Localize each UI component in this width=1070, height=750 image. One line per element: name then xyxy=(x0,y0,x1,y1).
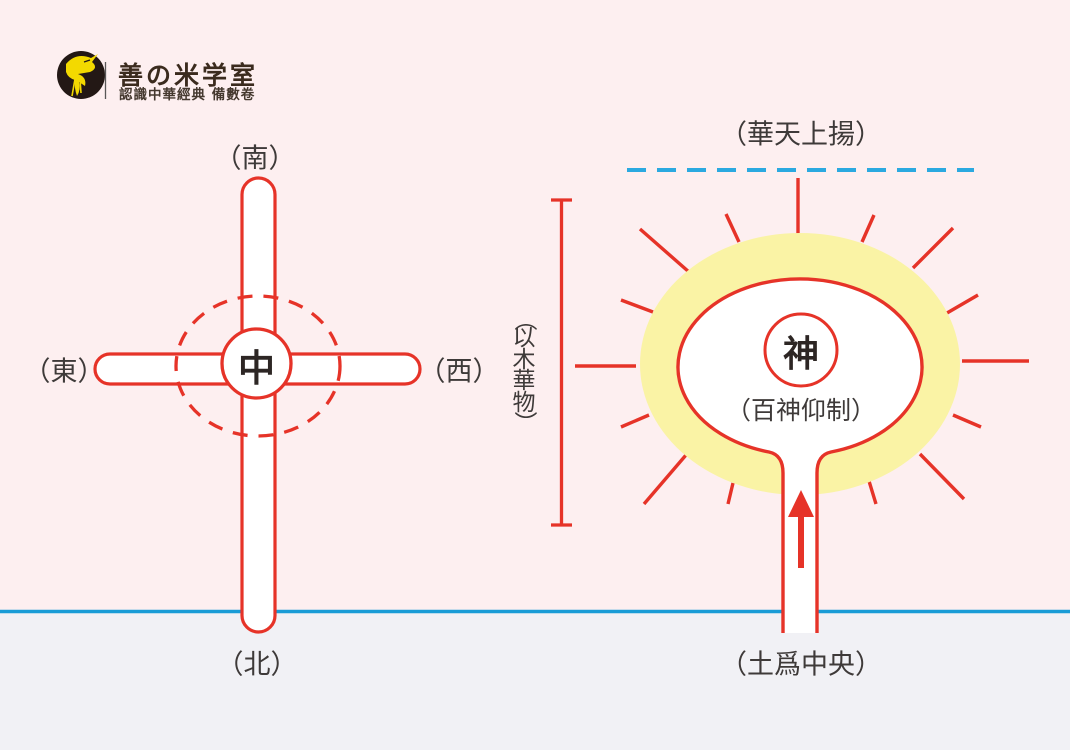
measure-bracket xyxy=(551,198,572,527)
cross-vertical-bar xyxy=(240,176,277,634)
logo-badge xyxy=(57,51,107,99)
center-circle xyxy=(220,327,293,400)
swallow-bird-icon xyxy=(66,54,98,97)
radiant-tree-sun xyxy=(551,168,1029,633)
dashed-center-ring xyxy=(174,294,342,438)
sun-rays xyxy=(575,178,1029,506)
tree-bulb-outline xyxy=(676,277,924,633)
cross-of-directions xyxy=(93,176,422,634)
ground-background xyxy=(0,613,1070,750)
up-arrow-head xyxy=(788,490,814,517)
spirit-circle xyxy=(763,312,839,388)
